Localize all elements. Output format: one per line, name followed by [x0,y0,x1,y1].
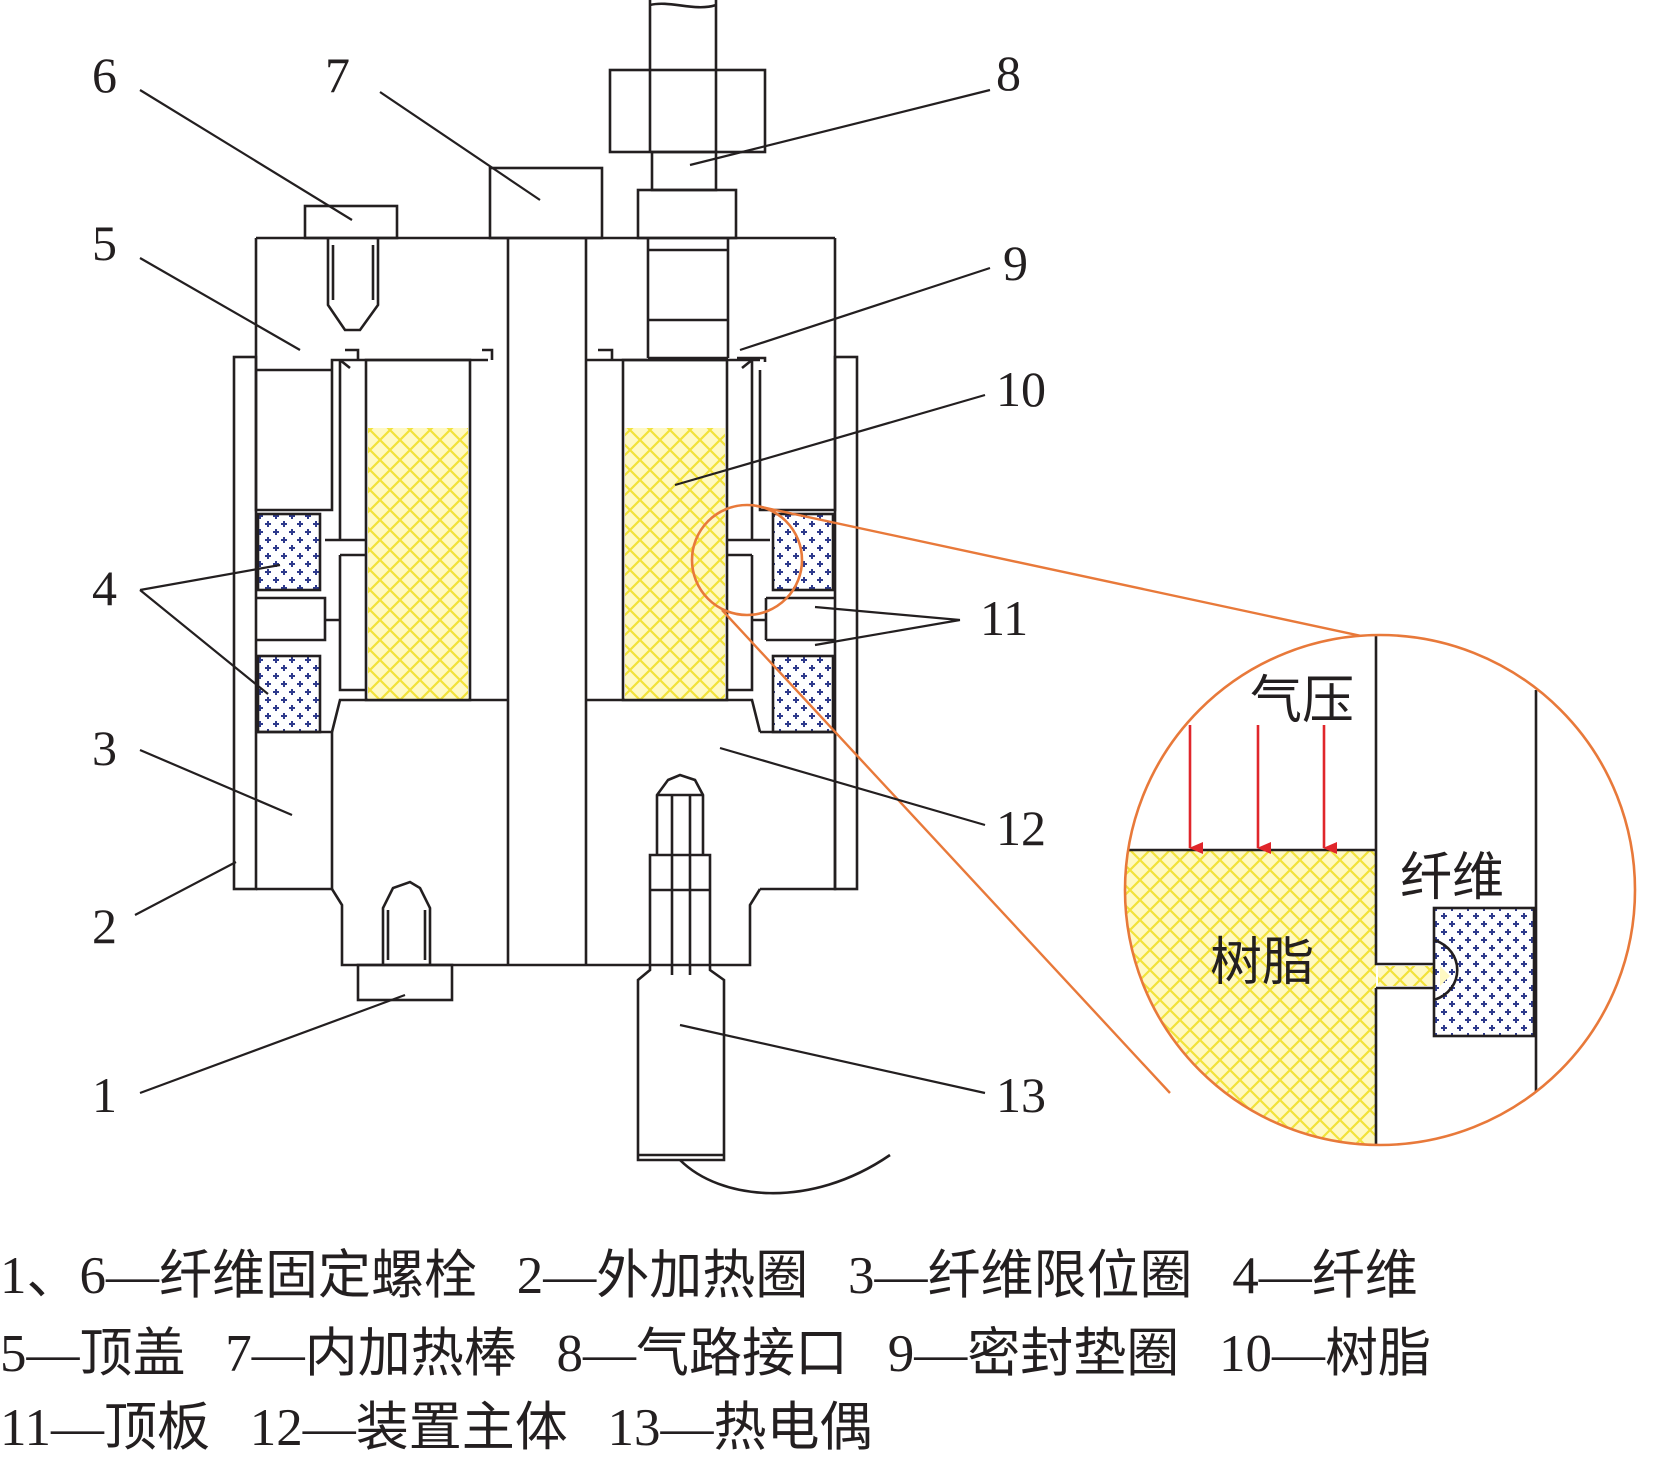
callout-5: 5 [92,215,117,271]
callout-13: 13 [996,1067,1046,1123]
top-cover-inner-left [256,358,488,372]
resin-fill-right [625,428,725,700]
zoom-wall [1374,635,1440,1145]
top-plate-left [256,596,340,642]
callout-11: 11 [980,590,1028,646]
thermocouple [636,773,726,1162]
callout-7: 7 [325,47,350,103]
caption-line-3: 11—顶板 12—装置主体 13—热电偶 [0,1399,873,1457]
zoom-resin [1125,850,1376,1145]
zoom-meniscus [1433,938,1459,1002]
device-main-body [330,698,762,967]
callout-9: 9 [1003,235,1028,291]
outer-heating-ring-right [833,355,859,891]
thermocouple-cable [679,1153,891,1195]
fiber-limit-ring-left [256,730,334,891]
air-connector-thread [646,238,730,360]
callout-4: 4 [92,560,117,616]
inner-wall-right [727,358,770,692]
zoom-label-resin: 树脂 [1210,933,1314,993]
zoom-fiber [1432,906,1536,1038]
top-cover [254,236,837,512]
seal-gasket [345,348,767,362]
callout-3: 3 [92,720,117,776]
callout-10: 10 [996,361,1046,417]
caption-line-2: 5—顶盖 7—内加热棒 8—气路接口 9—密封垫圈 10—树脂 [0,1325,1431,1383]
fiber-left-upper [256,512,322,592]
air-pipe [648,0,718,70]
zoom-connector-lines [721,503,1381,1094]
outer-heating-ring-left [232,355,258,891]
callout-12: 12 [996,800,1046,856]
fixing-bolt-top-shank [326,238,380,332]
zoom-label-air-pressure: 气压 [1250,671,1354,731]
zoom-label-fiber: 纤维 [1400,848,1504,908]
air-connector-neck [650,150,718,192]
inner-wall-left [325,358,366,692]
fixing-bolt-top-head [303,204,399,240]
callout-8: 8 [996,45,1021,101]
fiber-limit-ring-right [760,730,837,891]
callout-1: 1 [92,1067,117,1123]
inner-heating-rod-channel [506,238,588,965]
resin-fill-left [368,428,468,700]
callout-2: 2 [92,898,117,954]
air-connector-nut [608,68,767,154]
fixing-bolt-bottom-head [356,963,454,1002]
zoom-detail-circle [1123,633,1637,1147]
air-connector-body [636,188,738,240]
leader-lines [134,88,991,1095]
air-connector-nut-lines [648,70,718,152]
zoom-source-circle [690,503,804,617]
caption-line-1: 1、6—纤维固定螺栓 2—外加热圈 3—纤维限位圈 4—纤维 [0,1247,1418,1305]
fiber-right-upper [771,512,835,592]
top-plate-right [752,596,835,642]
fixing-bolt-bottom [381,880,432,965]
inner-heating-rod-head [488,166,604,240]
callout-6: 6 [92,47,117,103]
